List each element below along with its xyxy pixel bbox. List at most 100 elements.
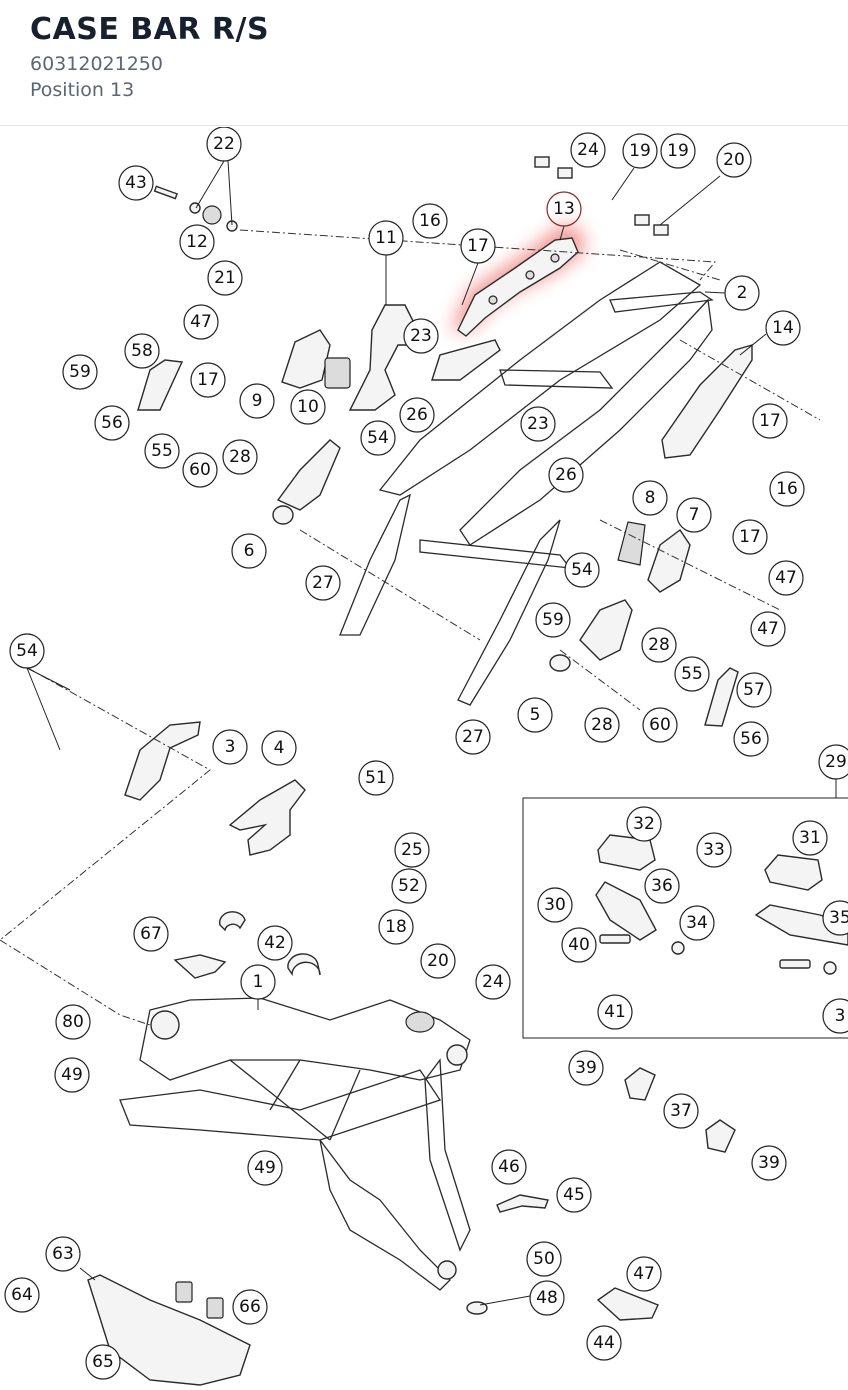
callout-17[interactable]: 17 <box>190 362 226 398</box>
callout-49[interactable]: 49 <box>247 1150 283 1186</box>
callout-7[interactable]: 7 <box>676 497 712 533</box>
callout-circle <box>548 457 584 493</box>
callout-16[interactable]: 16 <box>412 203 448 239</box>
callout-3[interactable]: 3 <box>822 998 848 1034</box>
callout-26[interactable]: 26 <box>399 397 435 433</box>
callout-number: 33 <box>703 840 725 860</box>
callout-58[interactable]: 58 <box>124 333 160 369</box>
callout-17[interactable]: 17 <box>460 228 496 264</box>
callout-17[interactable]: 17 <box>732 519 768 555</box>
callout-circle <box>822 900 848 936</box>
callout-39[interactable]: 39 <box>568 1050 604 1086</box>
callout-27[interactable]: 27 <box>305 565 341 601</box>
callout-29[interactable]: 29 <box>818 744 848 780</box>
callout-55[interactable]: 55 <box>144 433 180 469</box>
callout-23[interactable]: 23 <box>403 318 439 354</box>
callout-32[interactable]: 32 <box>626 806 662 842</box>
callout-36[interactable]: 36 <box>644 868 680 904</box>
callout-55[interactable]: 55 <box>674 656 710 692</box>
callout-60[interactable]: 60 <box>642 707 678 743</box>
callout-63[interactable]: 63 <box>45 1236 81 1272</box>
callout-33[interactable]: 33 <box>696 832 732 868</box>
callout-56[interactable]: 56 <box>733 721 769 757</box>
callout-67[interactable]: 67 <box>133 916 169 952</box>
callout-27[interactable]: 27 <box>455 719 491 755</box>
callout-28[interactable]: 28 <box>584 707 620 743</box>
callout-57[interactable]: 57 <box>736 672 772 708</box>
callout-10[interactable]: 10 <box>290 389 326 425</box>
callout-number: 3 <box>835 1006 846 1026</box>
callout-25[interactable]: 25 <box>394 832 430 868</box>
callout-23[interactable]: 23 <box>520 406 556 442</box>
callout-59[interactable]: 59 <box>62 354 98 390</box>
callout-20[interactable]: 20 <box>716 142 752 178</box>
callout-47[interactable]: 47 <box>768 560 804 596</box>
callout-66[interactable]: 66 <box>232 1289 268 1325</box>
callout-21[interactable]: 21 <box>207 260 243 296</box>
callout-52[interactable]: 52 <box>391 868 427 904</box>
callout-28[interactable]: 28 <box>641 627 677 663</box>
callout-6[interactable]: 6 <box>231 533 267 569</box>
callout-19[interactable]: 19 <box>660 133 696 169</box>
callout-54[interactable]: 54 <box>360 420 396 456</box>
callout-13[interactable]: 13 <box>546 191 582 227</box>
callout-39[interactable]: 39 <box>751 1145 787 1181</box>
callout-47[interactable]: 47 <box>626 1256 662 1292</box>
callout-1[interactable]: 1 <box>240 964 276 1000</box>
callout-56[interactable]: 56 <box>94 405 130 441</box>
callout-47[interactable]: 47 <box>183 304 219 340</box>
callout-4[interactable]: 4 <box>261 730 297 766</box>
callout-49[interactable]: 49 <box>54 1057 90 1093</box>
callout-number: 13 <box>553 199 575 219</box>
callout-circle <box>403 318 439 354</box>
callout-48[interactable]: 48 <box>529 1280 565 1316</box>
callout-19[interactable]: 19 <box>622 133 658 169</box>
callout-34[interactable]: 34 <box>679 905 715 941</box>
callout-17[interactable]: 17 <box>752 403 788 439</box>
callout-45[interactable]: 45 <box>556 1177 592 1213</box>
callout-11[interactable]: 11 <box>368 220 404 256</box>
callout-16[interactable]: 16 <box>769 471 805 507</box>
callout-59[interactable]: 59 <box>535 602 571 638</box>
callout-2[interactable]: 2 <box>724 275 760 311</box>
callout-number: 30 <box>544 895 566 915</box>
callout-26[interactable]: 26 <box>548 457 584 493</box>
callout-51[interactable]: 51 <box>358 760 394 796</box>
callout-28[interactable]: 28 <box>222 439 258 475</box>
callout-22[interactable]: 22 <box>206 127 242 162</box>
callout-50[interactable]: 50 <box>526 1241 562 1277</box>
callout-64[interactable]: 64 <box>4 1277 40 1313</box>
callout-40[interactable]: 40 <box>561 927 597 963</box>
callout-41[interactable]: 41 <box>597 994 633 1030</box>
callout-65[interactable]: 65 <box>85 1344 121 1380</box>
callout-35[interactable]: 35 <box>822 900 848 936</box>
callout-31[interactable]: 31 <box>792 820 828 856</box>
callout-46[interactable]: 46 <box>491 1149 527 1185</box>
callout-43[interactable]: 43 <box>118 165 154 201</box>
callout-5[interactable]: 5 <box>517 697 553 733</box>
callout-14[interactable]: 14 <box>765 310 801 346</box>
callout-circle <box>399 397 435 433</box>
callout-30[interactable]: 30 <box>537 887 573 923</box>
callout-18[interactable]: 18 <box>378 909 414 945</box>
callout-24[interactable]: 24 <box>570 132 606 168</box>
callout-42[interactable]: 42 <box>257 925 293 961</box>
callout-8[interactable]: 8 <box>632 480 668 516</box>
callout-44[interactable]: 44 <box>586 1325 622 1361</box>
callout-60[interactable]: 60 <box>182 452 218 488</box>
callout-20[interactable]: 20 <box>420 943 456 979</box>
callout-37[interactable]: 37 <box>663 1093 699 1129</box>
callout-80[interactable]: 80 <box>55 1004 91 1040</box>
callout-24[interactable]: 24 <box>475 964 511 1000</box>
callout-number: 14 <box>772 318 794 338</box>
callout-12[interactable]: 12 <box>179 224 215 260</box>
callout-9[interactable]: 9 <box>239 383 275 419</box>
callout-47[interactable]: 47 <box>750 611 786 647</box>
callout-number: 55 <box>681 664 703 684</box>
callout-circle <box>752 403 788 439</box>
callout-54[interactable]: 54 <box>9 633 45 669</box>
part-position: Position 13 <box>30 79 135 101</box>
part-number: 60312021250 <box>30 53 163 75</box>
callout-3[interactable]: 3 <box>212 729 248 765</box>
callout-54[interactable]: 54 <box>564 552 600 588</box>
